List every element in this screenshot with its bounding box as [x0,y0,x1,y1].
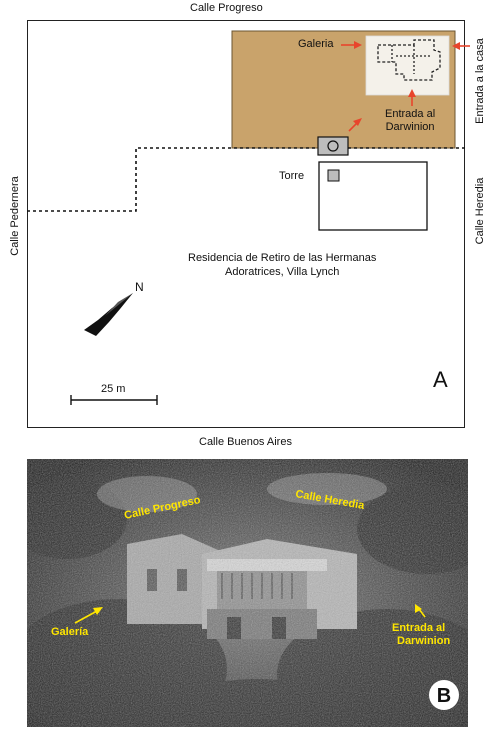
tower-marker [317,136,349,156]
boundary-dashed-line [27,147,465,212]
galeria-label: Galeria [298,38,334,50]
photo-arrow-galeria [74,607,103,624]
panel-letter-b-badge [429,680,459,710]
site-map-graphics [27,30,470,405]
street-label-top: Calle Progreso [190,2,263,14]
north-arrow-icon [84,293,133,336]
aerial-photograph: Calle Progreso Calle Heredia Galería Ent… [27,459,468,727]
photo-label-entrada-line1: Entrada al [392,622,445,634]
torre-marker [327,169,340,182]
torre-label: Torre [279,170,305,182]
red-arrows [341,41,470,132]
street-label-bottom: Calle Buenos Aires [199,436,292,448]
entrada-darwinion-label: Entrada al Darwinion [385,108,436,133]
panel-letter-a: A [433,367,448,392]
panel-letter-b: B [437,685,451,707]
site-map-panel [27,20,465,428]
floor-plan-inset [365,35,450,96]
north-label: N [135,280,144,294]
floor-plan [377,39,441,81]
photo-label-galeria: Galería [51,626,89,638]
photo-label-entrada-line2: Darwinion [397,635,450,647]
scale-bar [70,395,158,405]
photo-arrow-entrada [415,604,426,618]
residencia-label: Residencia de Retiro de las Hermanas Ado… [188,252,377,278]
scale-label: 25 m [101,383,126,395]
